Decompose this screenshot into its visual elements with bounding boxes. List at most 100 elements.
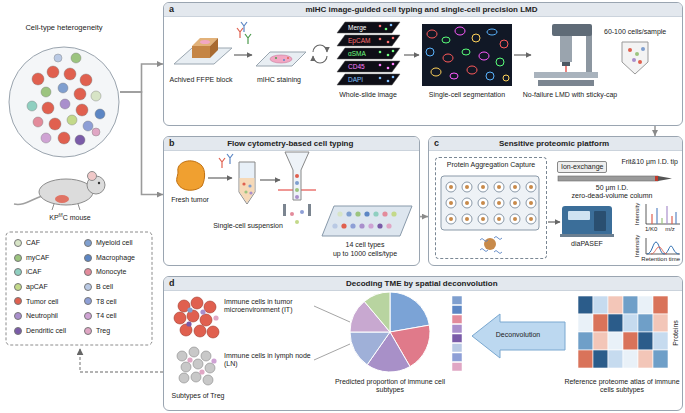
lc-column-part xyxy=(655,176,658,181)
spectrum-plot-part xyxy=(646,204,680,224)
antibodies-a xyxy=(237,22,251,44)
cell-icon xyxy=(27,101,37,111)
reference-heatmap-part xyxy=(593,296,608,314)
flow-cytometer-part xyxy=(283,204,286,216)
legend-item: Macrophage xyxy=(84,254,135,262)
lmd-instrument-part xyxy=(534,72,598,78)
sorting-plate-part xyxy=(391,211,396,216)
pac-plate-part xyxy=(494,214,504,224)
tumor-cluster-part xyxy=(187,307,192,312)
legend-text: CAF xyxy=(26,239,40,247)
pac-plate-part xyxy=(510,214,520,224)
sorting-plate-part xyxy=(332,223,337,228)
cell-icon xyxy=(75,135,85,145)
reference-heatmap-part xyxy=(623,350,638,368)
lmd-instrument xyxy=(534,24,598,86)
image-stack-part xyxy=(337,61,400,72)
flow-cytometer-part xyxy=(295,181,299,185)
panel-title: Flow cytometry-based cell typing xyxy=(175,140,415,148)
pac-plate xyxy=(441,176,539,254)
sticky-cap-tube-part xyxy=(622,42,648,74)
lymph-node-cluster-part-part xyxy=(177,351,187,361)
sorting-plate-part xyxy=(322,206,412,236)
ffpe-block-part xyxy=(210,38,218,58)
panel-title: Sensitive proteomic platform xyxy=(439,140,677,148)
segmentation-image-part-part xyxy=(455,27,465,35)
axis-label: Retention time xyxy=(641,256,680,263)
lmd-instrument-part xyxy=(560,36,572,62)
mihc-slide-part xyxy=(287,57,289,59)
tumor-cluster-part-part xyxy=(174,312,186,324)
annotation-label: No-failure LMD with sticky-cap xyxy=(523,91,618,99)
pac-plate-part xyxy=(462,214,472,224)
antibodies-a-part xyxy=(241,22,247,32)
lmd-instrument-part xyxy=(552,24,592,36)
legend-text: Macrophage xyxy=(96,254,135,262)
step-arrows-a-part xyxy=(234,54,252,55)
pac-plate-part xyxy=(480,237,502,254)
pie-chart-part xyxy=(350,332,390,365)
flow-cytometer-part xyxy=(295,195,299,199)
image-stack-part xyxy=(337,74,400,85)
sorting-plate-part xyxy=(368,223,373,228)
lymph-node-cluster xyxy=(177,347,217,385)
image-stack-part xyxy=(392,50,395,53)
lymph-node-cluster-part-part xyxy=(181,362,191,372)
image-stack-part xyxy=(387,80,390,83)
image-stack-part xyxy=(385,28,388,31)
pac-to-ms-arrow-part xyxy=(548,221,560,222)
reference-heatmap-part xyxy=(578,296,593,314)
cell-icon xyxy=(58,132,70,144)
pac-plate-part xyxy=(441,176,539,230)
flow-arrow xyxy=(654,126,656,136)
image-stack-part xyxy=(379,51,382,54)
legend-item: Treg xyxy=(84,327,110,335)
annotation-label: Immune cells in tumor microenvironment (… xyxy=(224,298,312,314)
ffpe-block xyxy=(174,38,232,64)
tumor-cluster-part xyxy=(213,315,218,320)
lmd-instrument-part xyxy=(586,34,592,72)
lc-column-part xyxy=(558,176,658,181)
chromatogram-plot xyxy=(646,238,680,254)
channel-label: αSMA xyxy=(348,50,366,57)
proportion-vector-part xyxy=(452,325,462,334)
lc-column-part xyxy=(658,176,672,181)
pie-chart-part xyxy=(364,292,390,332)
legend-text: Neutrophil xyxy=(26,312,58,320)
legend-item: T4 cell xyxy=(84,312,117,320)
legend-swatch xyxy=(14,268,22,276)
pac-plate-part xyxy=(478,198,488,208)
image-stack-part xyxy=(392,76,395,79)
fan-lines-part xyxy=(314,306,350,322)
segmentation-image-part-part xyxy=(443,54,453,62)
reference-heatmap-part xyxy=(638,314,653,332)
reference-heatmap-part xyxy=(608,296,623,314)
image-stack-part xyxy=(387,41,390,44)
reference-heatmap-part xyxy=(638,296,653,314)
legend-item: T8 cell xyxy=(84,297,117,305)
panel-header: amIHC image-guided cell typing and singl… xyxy=(164,3,682,17)
image-stack-part xyxy=(379,25,382,28)
panel-letter: c xyxy=(434,139,439,148)
suspension-tube-part xyxy=(240,178,255,203)
axis-label: Proteins xyxy=(672,320,680,346)
pac-plate-part xyxy=(484,238,496,250)
reference-heatmap-part xyxy=(623,332,638,350)
mouse-figure-part xyxy=(98,182,100,184)
reference-heatmap-part xyxy=(653,296,668,314)
annotation-label: Single-cell segmentation xyxy=(429,91,505,99)
circle-outline xyxy=(9,47,119,157)
tumor-cluster-part-part xyxy=(194,325,206,337)
cycle-arrows-part xyxy=(313,45,327,52)
sticky-cap-tube-part xyxy=(632,58,636,62)
pac-plate-part xyxy=(494,198,504,208)
pac-plate-part xyxy=(446,214,456,224)
legend-swatch xyxy=(84,312,92,320)
image-stack xyxy=(337,22,400,85)
legend-item: myCAF xyxy=(14,254,49,262)
antibodies-a-part xyxy=(245,34,251,44)
mihc-slide-part xyxy=(283,59,285,61)
axis-label: Intensity xyxy=(634,203,641,225)
segmentation-image-part-part xyxy=(486,72,494,80)
